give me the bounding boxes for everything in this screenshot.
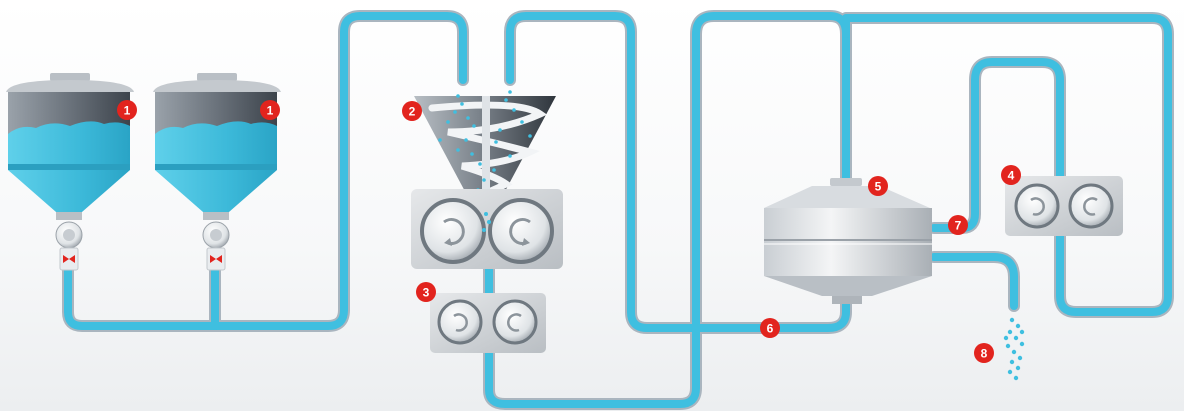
badge-mixer-hopper: 2 bbox=[402, 101, 422, 121]
pipe-mixer-return bbox=[506, 12, 850, 332]
pump-icon bbox=[411, 189, 563, 269]
badge-label: 7 bbox=[955, 219, 962, 233]
badge-label: 6 bbox=[767, 322, 774, 336]
rotation-arrow-icon bbox=[509, 218, 531, 245]
valve-icon bbox=[63, 255, 75, 263]
silo-icon bbox=[153, 73, 281, 220]
badge-pump-lower: 3 bbox=[416, 282, 436, 302]
particle-icon bbox=[1003, 317, 1025, 381]
rotation-arrow-icon bbox=[1030, 197, 1045, 216]
pump-lower bbox=[430, 293, 546, 353]
badge-label: 4 bbox=[1008, 169, 1015, 183]
rotation-arrow-icon bbox=[453, 313, 468, 332]
particle-output bbox=[1003, 317, 1025, 381]
rotation-arrow-icon bbox=[507, 313, 522, 332]
cone-mixer bbox=[411, 90, 563, 269]
tank-icon bbox=[764, 178, 932, 304]
badge-tank-side-outlet: 7 bbox=[948, 215, 968, 235]
pipe-mixer-to-tank bbox=[485, 12, 850, 408]
badge-tank: 5 bbox=[868, 176, 888, 196]
pipe-network bbox=[62, 10, 1174, 410]
tank bbox=[764, 178, 932, 304]
badge-silo-right: 1 bbox=[260, 100, 280, 120]
pipe-silos-to-mixer bbox=[64, 12, 467, 330]
badge-particle-output: 8 bbox=[974, 343, 994, 363]
badge-label: 1 bbox=[124, 104, 131, 118]
pipe-top-loop bbox=[842, 14, 1172, 316]
pump-icon bbox=[1005, 176, 1123, 236]
rotation-arrow-icon bbox=[1083, 197, 1098, 216]
silo-icon bbox=[6, 73, 134, 220]
pump-icon bbox=[55, 221, 83, 271]
valve-icon bbox=[210, 255, 222, 263]
badge-label: 1 bbox=[267, 104, 274, 118]
badge-label: 5 bbox=[875, 180, 882, 194]
badge-silo-left: 1 bbox=[117, 100, 137, 120]
pump-icon bbox=[430, 293, 546, 353]
pipe-tank-outlet bbox=[930, 253, 1018, 310]
silo-right bbox=[153, 73, 281, 271]
pipe-tank-to-pump bbox=[930, 58, 1064, 232]
badge-label: 2 bbox=[409, 105, 416, 119]
badge-pump-right: 4 bbox=[1001, 165, 1021, 185]
badge-label: 3 bbox=[423, 286, 430, 300]
rotation-arrow-icon bbox=[443, 218, 465, 245]
pump-icon bbox=[202, 221, 230, 271]
pump-right bbox=[1005, 176, 1123, 236]
badge-label: 8 bbox=[981, 347, 988, 361]
badge-tank-outlet-pipe: 6 bbox=[760, 318, 780, 338]
silo-left bbox=[6, 73, 134, 271]
